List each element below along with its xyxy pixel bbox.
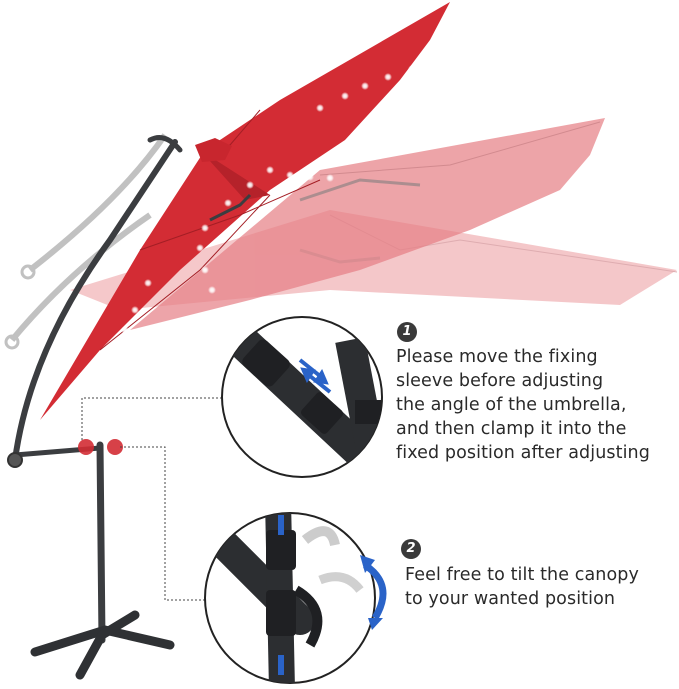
ghost-poles (4, 133, 168, 350)
umbrella-pole (12, 135, 183, 680)
step-2-badge: 2 (401, 539, 421, 559)
step-1-badge: 1 (397, 322, 417, 342)
fixing-sleeve-marker-2 (107, 439, 123, 455)
led-light-icon (108, 65, 416, 379)
step-1-text: Please move the fixing sleeve before adj… (396, 345, 650, 465)
step-1-line: and then clamp it into the (396, 419, 627, 439)
callout-lines (81, 397, 222, 601)
step-1-line: sleeve before adjusting (396, 371, 604, 391)
slide-arrows-icon (298, 358, 332, 394)
detail-view-2 (204, 512, 387, 684)
step-1-line: Please move the fixing (396, 347, 598, 367)
step-2-line: to your wanted position (405, 589, 616, 609)
tilt-arrow-icon (360, 555, 387, 630)
step-2-text: Feel free to tilt the canopy to your wan… (405, 563, 639, 611)
step-1-line: fixed position after adjusting (396, 443, 650, 463)
tilt-knob (7, 452, 23, 468)
detail-view-1 (221, 316, 383, 478)
fixing-sleeve-marker (78, 439, 94, 455)
ghost-canopy-middle (130, 118, 605, 330)
step-1-line: the angle of the umbrella, (396, 395, 627, 415)
step-2-line: Feel free to tilt the canopy (405, 565, 639, 585)
